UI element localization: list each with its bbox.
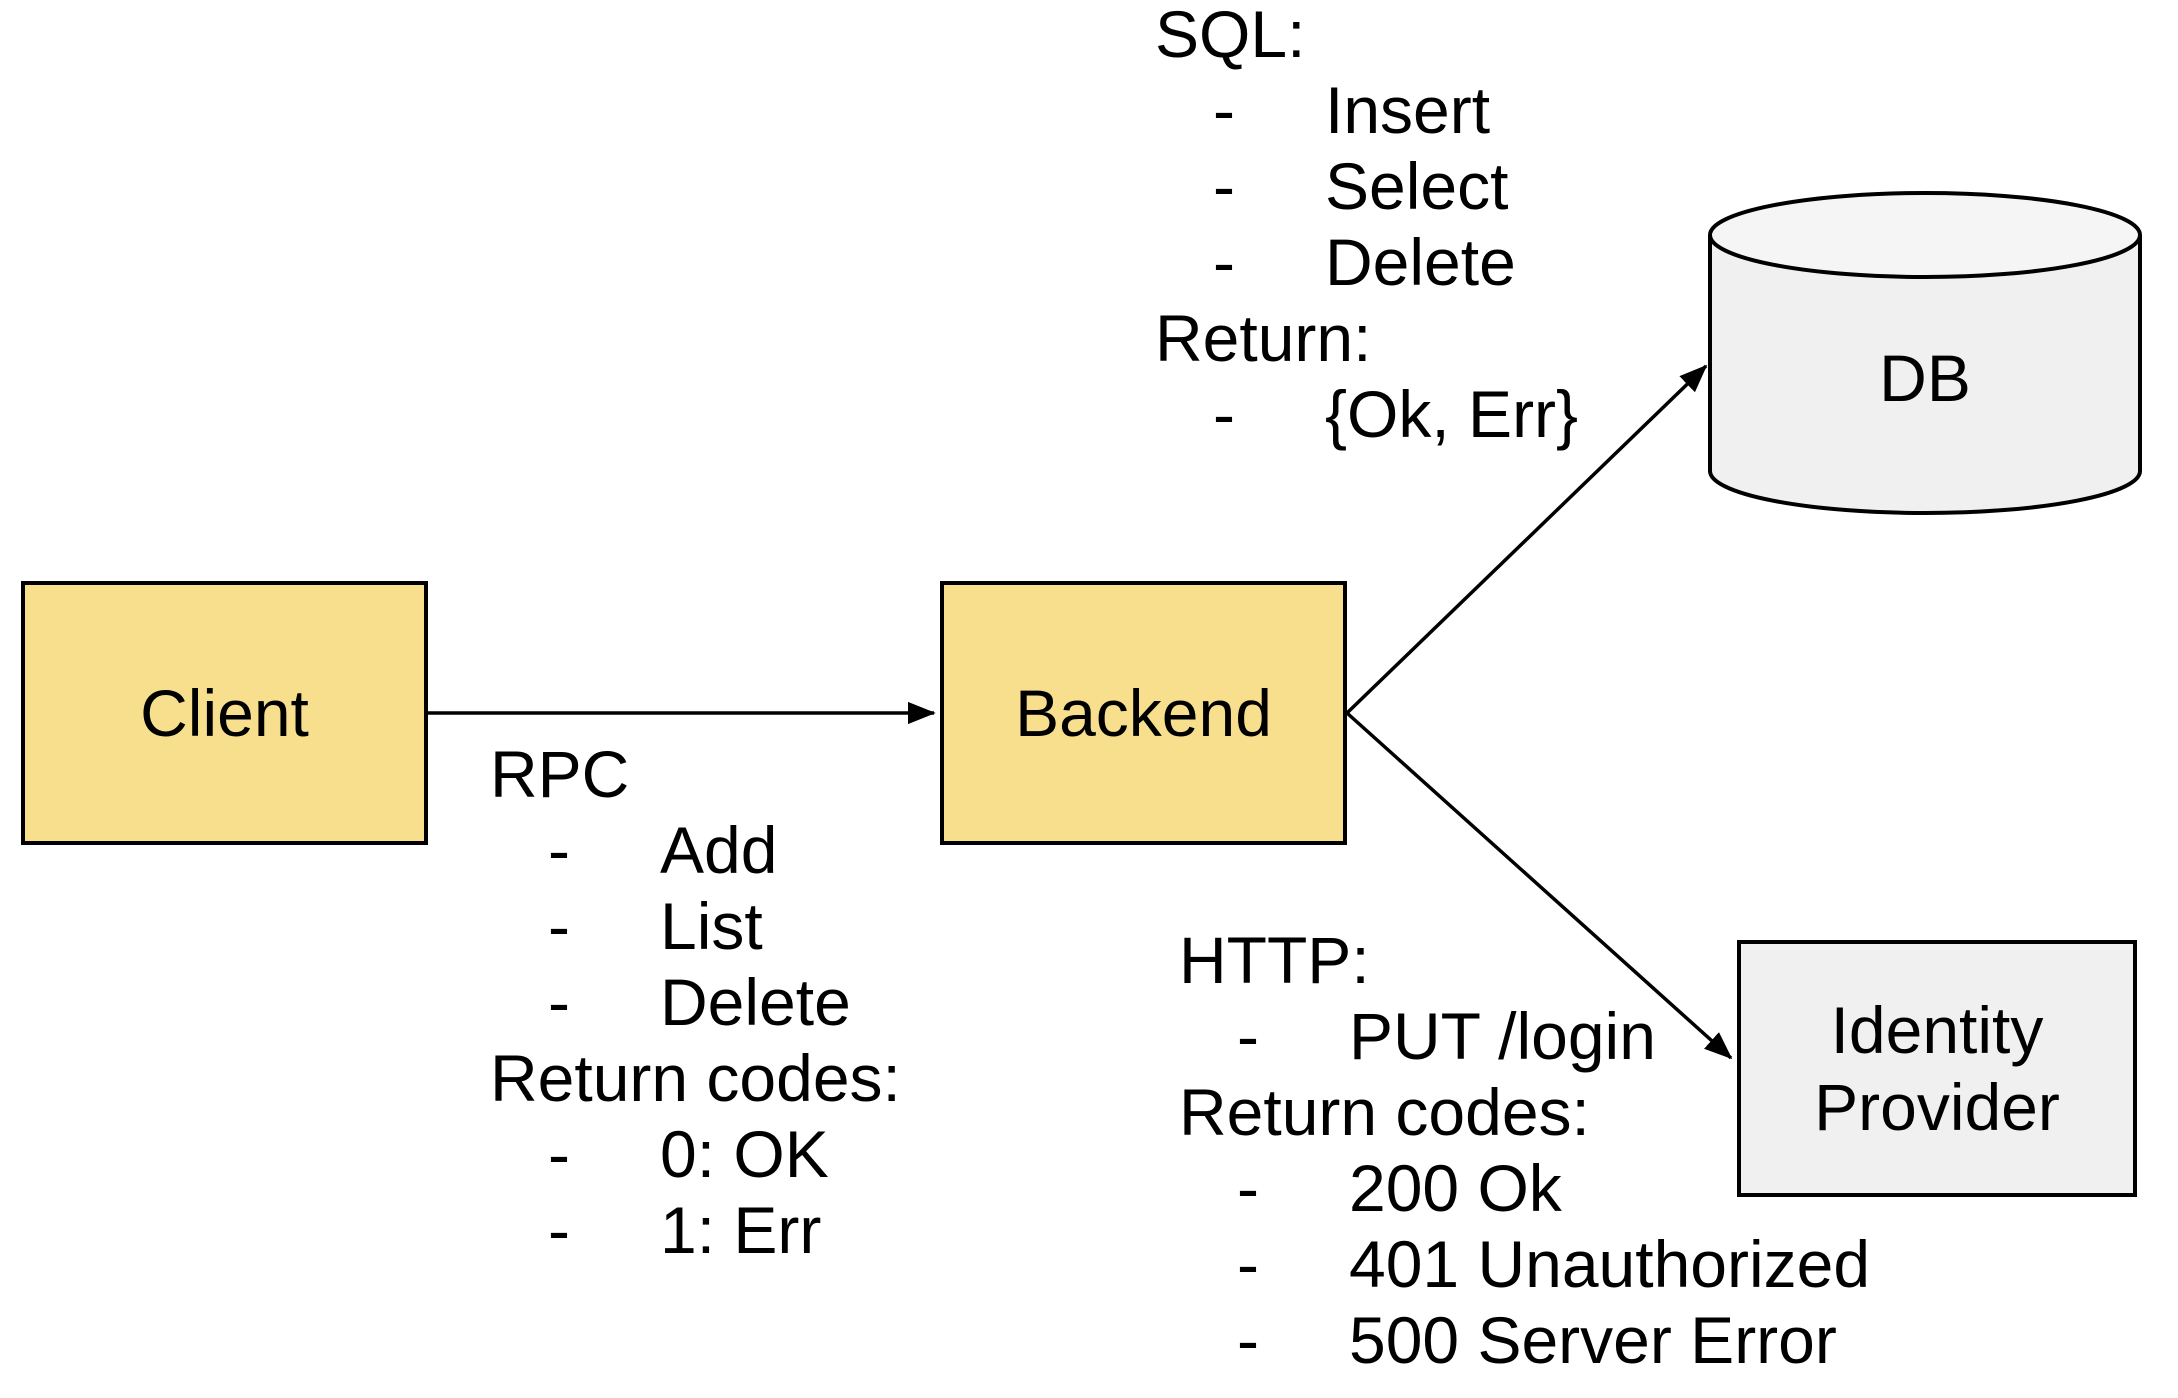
annotation-line-heading: Return codes: [1179,1075,1590,1149]
annotation-line-heading: Return codes: [490,1041,901,1115]
annotation-text: Delete [1325,225,1516,299]
node-identity-provider: Identity Provider [1737,940,2137,1197]
annotation-line-bullet: - {Ok, Err} [1155,376,1578,452]
annotation-line-bullet: - 200 Ok [1179,1150,1870,1226]
node-identity-provider-label-line1: Identity [1830,992,2044,1067]
bullet-dash: - [548,889,570,963]
annotation-text: Insert [1325,73,1491,147]
annotation-line-bullet: - Delete [490,964,901,1040]
bullet-dash: - [1213,73,1235,147]
annotation-line-bullet: - 0: OK [490,1116,901,1192]
annotation-text: {Ok, Err} [1325,377,1579,451]
annotation-text: Select [1325,149,1509,223]
bullet-dash: - [1213,377,1235,451]
annotation-line-bullet: - List [490,888,901,964]
annotation-line-bullet: - Delete [1155,224,1578,300]
annotation-line-heading: RPC [490,737,630,811]
annotation-line-heading: SQL: [1155,0,1306,71]
annotation-text: 500 Server Error [1349,1303,1837,1377]
annotation-text: Add [660,813,778,887]
bullet-dash: - [548,1117,570,1191]
node-client-label: Client [140,675,309,750]
bullet-dash: - [1213,149,1235,223]
annotation-line-bullet: - 401 Unauthorized [1179,1226,1870,1302]
bullet-dash: - [1213,225,1235,299]
annotation-line-heading: HTTP: [1179,923,1370,997]
bullet-dash: - [548,1193,570,1267]
annotation-line-bullet: - Insert [1155,72,1578,148]
annotation-line-bullet: - PUT /login [1179,998,1870,1074]
annotation-line-bullet: - 500 Server Error [1179,1302,1870,1378]
node-db-label: DB [1879,341,1971,415]
node-identity-provider-label-line2: Provider [1814,1069,2060,1144]
node-backend-label: Backend [1015,675,1272,750]
annotation-line-bullet: - Add [490,812,901,888]
annotation-text: PUT /login [1349,999,1656,1073]
bullet-dash: - [1237,1227,1259,1301]
node-client: Client [21,581,428,845]
db-cylinder-top [1708,191,2142,279]
annotation-line-heading: Return: [1155,301,1372,375]
annotation-text: List [660,889,763,963]
bullet-dash: - [1237,1303,1259,1377]
annotation-line-bullet: - 1: Err [490,1192,901,1268]
annotation-text: 1: Err [660,1193,822,1267]
bullet-dash: - [1237,1151,1259,1225]
annotation-text: Delete [660,965,851,1039]
node-backend: Backend [940,581,1347,845]
bullet-dash: - [548,813,570,887]
bullet-dash: - [1237,999,1259,1073]
annotation-text: 401 Unauthorized [1349,1227,1871,1301]
bullet-dash: - [548,965,570,1039]
annotation-text: 200 Ok [1349,1151,1562,1225]
annotation-text: 0: OK [660,1117,829,1191]
annotation-line-bullet: - Select [1155,148,1578,224]
